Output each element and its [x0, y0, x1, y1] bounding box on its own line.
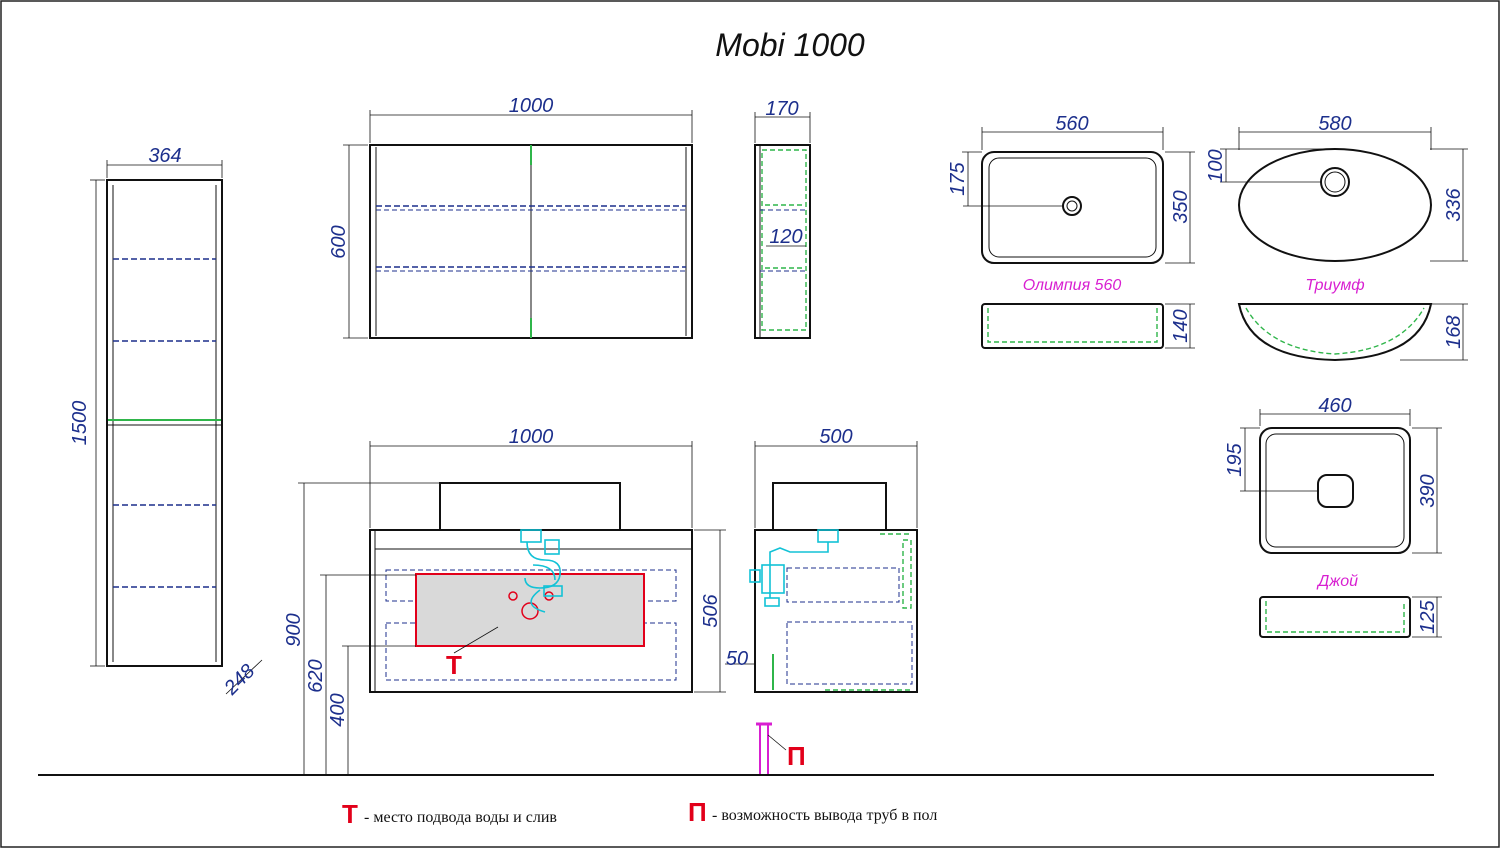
- sink-joy: 195 460 390 Джой 125: [1224, 395, 1442, 638]
- mirror-shelf-label: 120: [769, 226, 802, 248]
- vanity-gap-label: 50: [726, 648, 748, 670]
- water-supply-marker: Т: [446, 650, 462, 680]
- triumf-width-label: 580: [1318, 113, 1351, 135]
- vanity-height-label: 506: [700, 593, 722, 627]
- legend: Т - место подвода воды и слив П - возмож…: [342, 797, 937, 829]
- triumf-height-label: 168: [1443, 315, 1465, 348]
- joy-drain-label: 195: [1224, 442, 1246, 476]
- olimpia-drain-label: 175: [947, 161, 969, 195]
- joy-width-label: 460: [1318, 395, 1351, 417]
- olimpia-height-label: 140: [1170, 309, 1192, 342]
- sink-olimpia: 175 560 350 Олимпия 560 140: [947, 113, 1195, 349]
- drawing-title: Mobi 1000: [715, 27, 865, 63]
- legend-p-text: - возможность вывода труб в пол: [712, 807, 937, 824]
- floor-pipe: [759, 723, 769, 776]
- joy-height-label: 125: [1417, 599, 1439, 633]
- legend-t-mark: Т: [342, 799, 358, 829]
- vanity-front: Т 1000 506 900 620 400: [283, 426, 726, 775]
- mirror-width-label: 1000: [509, 95, 554, 117]
- vanity-side: 50 500 П: [725, 426, 918, 776]
- column-depth-label: 248: [219, 660, 259, 700]
- height-pipes-label: 620: [305, 659, 327, 692]
- olimpia-name: Олимпия 560: [1023, 277, 1122, 294]
- column-width-label: 364: [148, 145, 181, 167]
- mirror-cabinet-side: 170 120: [754, 98, 811, 339]
- olimpia-width-label: 560: [1055, 113, 1088, 135]
- legend-p-mark: П: [688, 797, 707, 827]
- triumf-name: Триумф: [1305, 277, 1364, 294]
- mirror-depth-label: 170: [765, 98, 798, 120]
- sink-triumf: 100 580 336 Триумф 168: [1205, 113, 1468, 362]
- water-supply-zone: [415, 573, 645, 647]
- tall-column-view: 364 1500 248: [69, 145, 263, 700]
- floor-outlet-marker: П: [787, 741, 806, 771]
- joy-name: Джой: [1316, 573, 1358, 590]
- olimpia-depth-label: 350: [1170, 190, 1192, 223]
- mirror-cabinet-front: 1000 600: [328, 95, 693, 339]
- triumf-drain-label: 100: [1205, 149, 1227, 182]
- joy-depth-label: 390: [1417, 474, 1439, 507]
- triumf-depth-label: 336: [1443, 187, 1465, 221]
- legend-t-text: - место подвода воды и слив: [364, 809, 557, 826]
- mirror-height-label: 600: [328, 225, 350, 258]
- column-height-label: 1500: [69, 401, 91, 446]
- height-top-label: 900: [283, 613, 305, 646]
- height-bottom-label: 400: [327, 693, 349, 726]
- vanity-depth-label: 500: [819, 426, 852, 448]
- vanity-width-label: 1000: [509, 426, 554, 448]
